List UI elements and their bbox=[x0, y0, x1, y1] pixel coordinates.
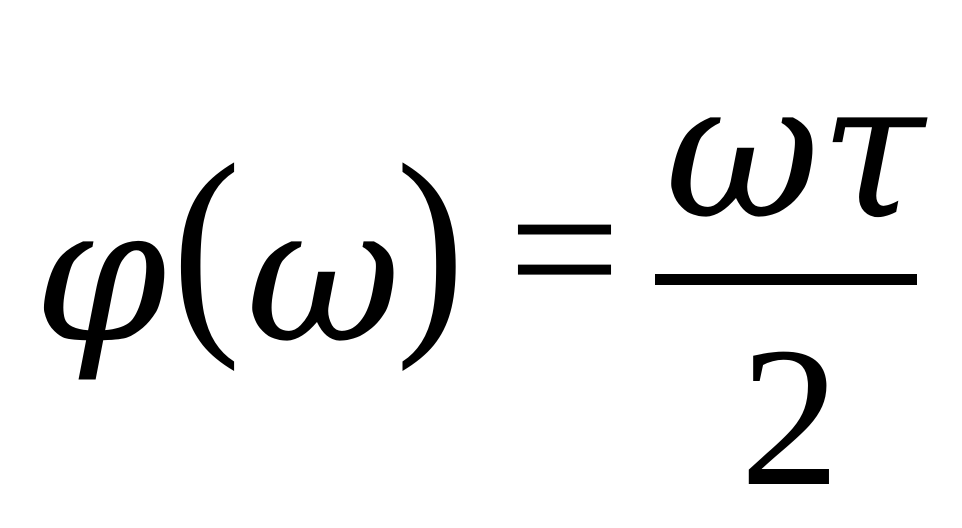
left-parenthesis: ( bbox=[171, 117, 241, 372]
phi-symbol: φ bbox=[34, 164, 168, 385]
equals-sign: = bbox=[508, 139, 621, 360]
right-parenthesis: ) bbox=[395, 117, 465, 372]
omega-argument: ω bbox=[246, 164, 401, 385]
fraction-numerator: ωτ bbox=[665, 40, 926, 261]
fraction-bar bbox=[655, 274, 917, 285]
fraction-denominator: 2 bbox=[740, 307, 840, 528]
